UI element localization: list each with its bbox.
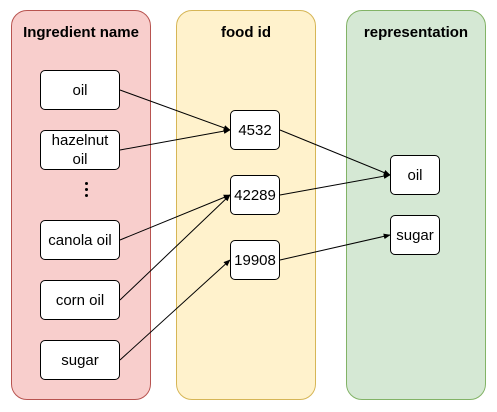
ingredient-node-oil[interactable]: oil [40,70,120,110]
edge-ing-canola-oil-to-fid-42289 [119,194,231,241]
food-id-node-42289[interactable]: 42289 [230,175,280,215]
ingredient-node-corn-oil[interactable]: corn oil [40,280,120,320]
edge-fid-19908-to-rep-sugar [279,233,391,261]
ingredient-name-title: Ingredient name [23,24,139,41]
edge-ing-hazelnut-oil-to-fid-4532 [119,128,231,151]
ellipsis-vertical [81,182,91,200]
food-id-title: food id [221,24,271,41]
ingredient-node-hazelnut-oil[interactable]: hazelnut oil [40,130,120,170]
representation-column: representation [346,10,486,400]
representation-node-sugar[interactable]: sugar [390,215,440,255]
edge-ing-oil-to-fid-4532 [119,89,231,131]
edge-fid-42289-to-rep-oil [279,173,391,196]
ingredient-node-canola-oil[interactable]: canola oil [40,220,120,260]
food-id-column: food id [176,10,316,400]
representation-title: representation [363,24,469,41]
ingredient-node-sugar[interactable]: sugar [40,340,120,380]
representation-node-oil[interactable]: oil [390,155,440,195]
food-id-node-19908[interactable]: 19908 [230,240,280,280]
food-id-node-4532[interactable]: 4532 [230,110,280,150]
edge-ing-corn-oil-to-fid-42289 [119,194,231,301]
edge-ing-sugar-to-fid-19908 [119,259,231,361]
edge-fid-4532-to-rep-oil [279,129,391,176]
